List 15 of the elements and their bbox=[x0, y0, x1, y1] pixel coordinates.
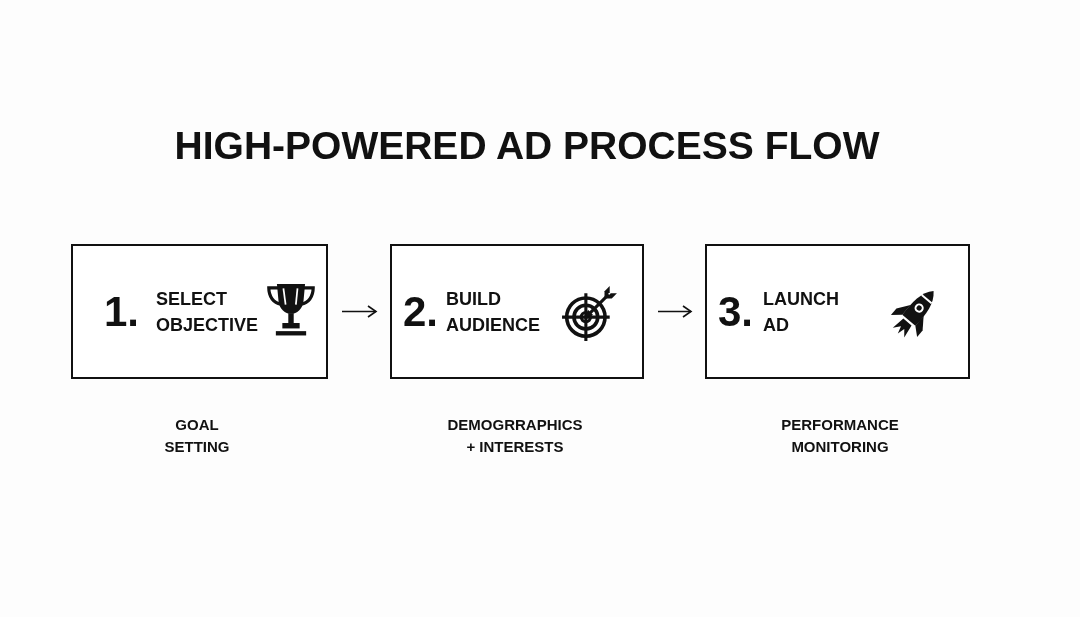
process-box bbox=[705, 244, 970, 379]
step-number: 2. bbox=[403, 289, 439, 334]
arrow bbox=[657, 305, 692, 318]
step-number: 3. bbox=[718, 289, 754, 334]
step-title: SELECT OBJECTIVE bbox=[156, 287, 260, 337]
step-title: BUILD AUDIENCE bbox=[446, 287, 541, 337]
process-box bbox=[71, 244, 328, 379]
diagram-title: HIGH-POWERED AD PROCESS FLOW bbox=[173, 124, 881, 168]
step-caption: GOAL SETTING bbox=[163, 415, 231, 457]
step-number: 1. bbox=[104, 289, 140, 334]
process-box bbox=[390, 244, 644, 379]
arrow bbox=[341, 305, 377, 318]
step-caption: DEMOGRRAPHICS + INTERESTS bbox=[446, 415, 584, 457]
step-title: LAUNCH AD bbox=[763, 287, 840, 337]
step-caption: PERFORMANCE MONITORING bbox=[780, 415, 900, 457]
